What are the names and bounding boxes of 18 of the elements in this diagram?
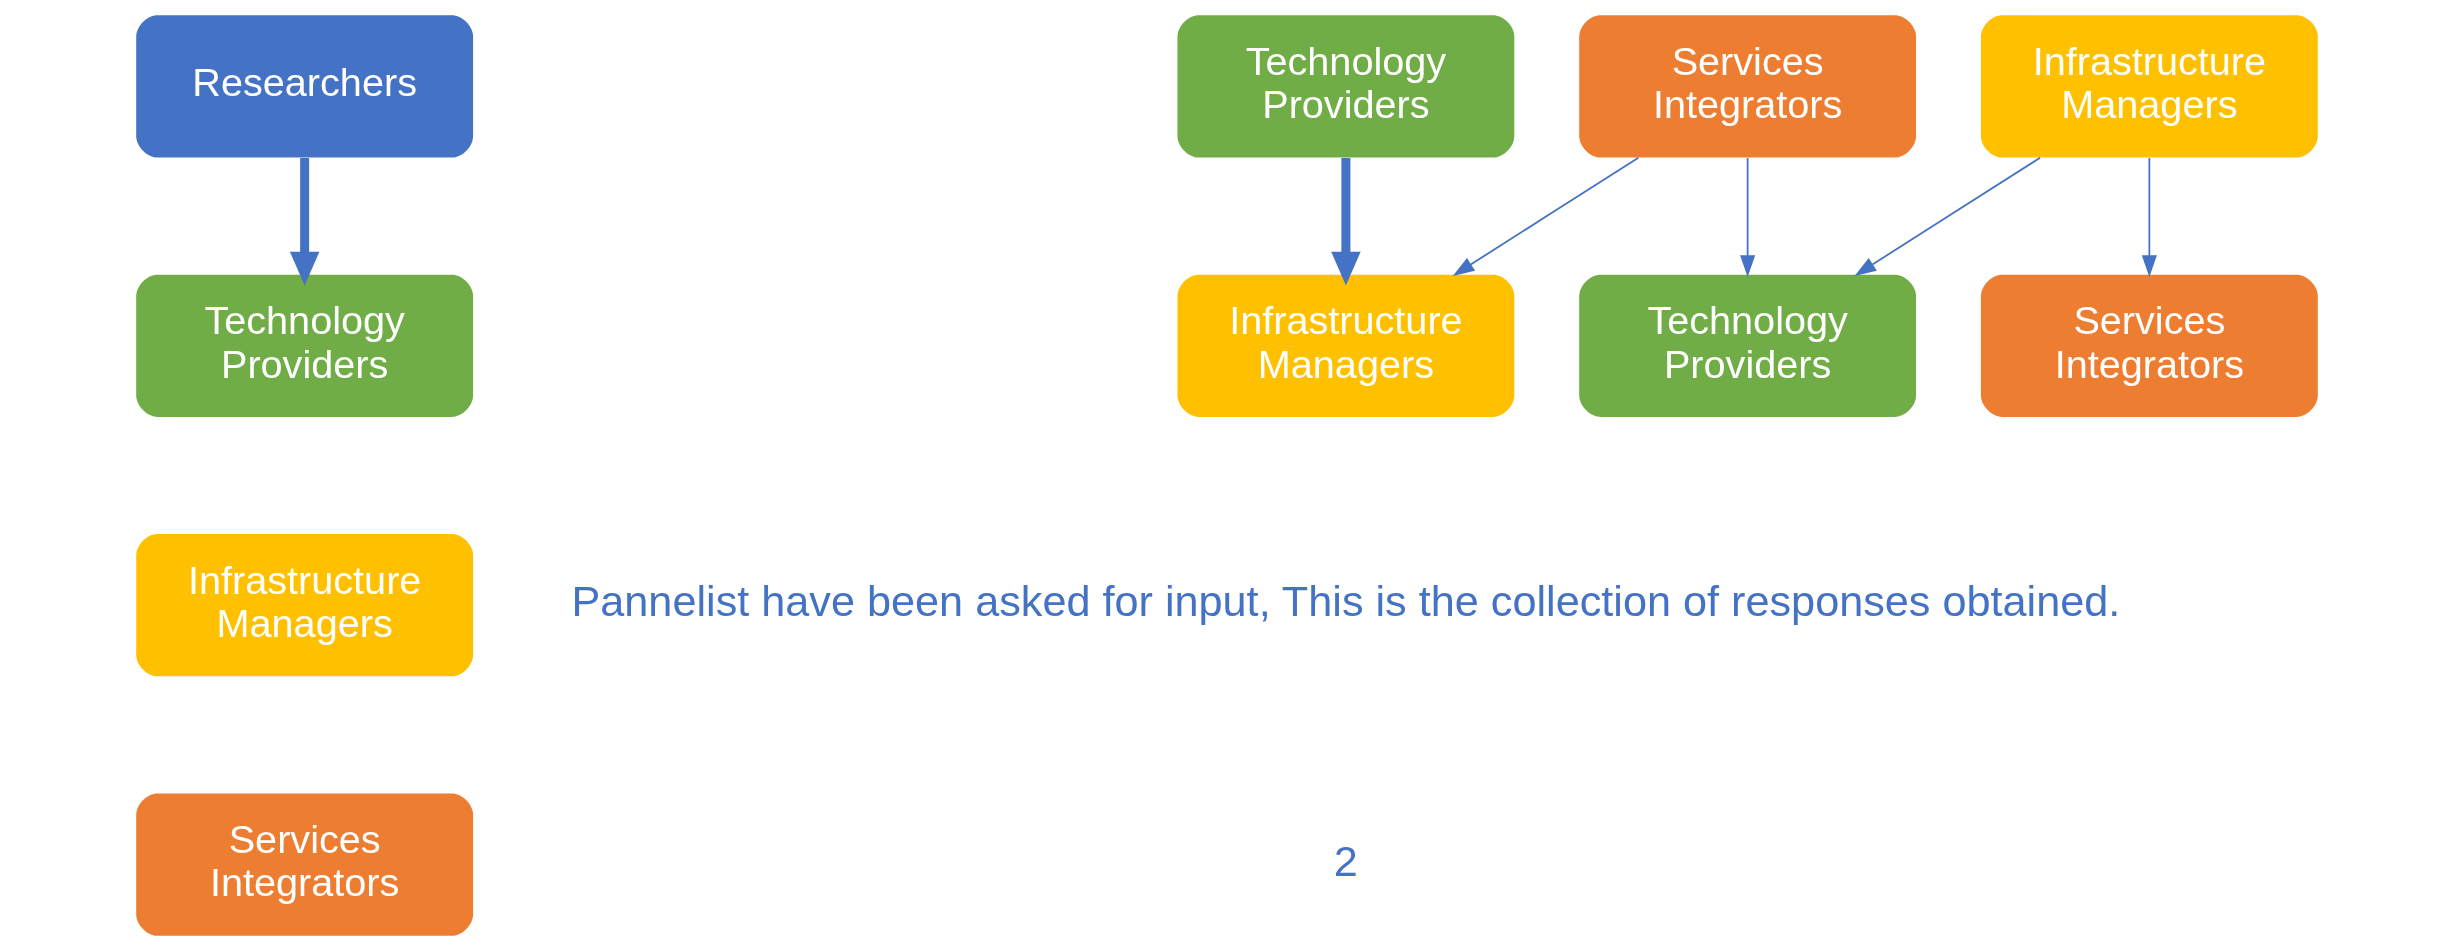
node-box: Researchers [135, 15, 473, 158]
node-box: Infrastructure Managers [1980, 15, 2318, 158]
arrow [2141, 157, 2157, 277]
node-box: Infrastructure Managers [1176, 274, 1514, 417]
label: Pannelist have been asked for input, This is the collection of responses obtained. [570, 577, 2120, 626]
node-box: Services Integrators [135, 793, 473, 936]
arrow [1854, 156, 2041, 276]
label: 2 [1333, 836, 1358, 885]
node-box: Services Integrators [1578, 15, 1916, 158]
arrow [1739, 157, 1755, 277]
arrow [1330, 158, 1361, 286]
node-box: Infrastructure Managers [135, 534, 473, 677]
arrow [289, 158, 319, 286]
arrow [1452, 156, 1639, 276]
node-box: Technology Providers [135, 274, 473, 417]
node-box: Services Integrators [1980, 274, 2318, 417]
node-box: Technology Providers [1176, 15, 1514, 158]
node-box: Technology Providers [1578, 274, 1916, 417]
